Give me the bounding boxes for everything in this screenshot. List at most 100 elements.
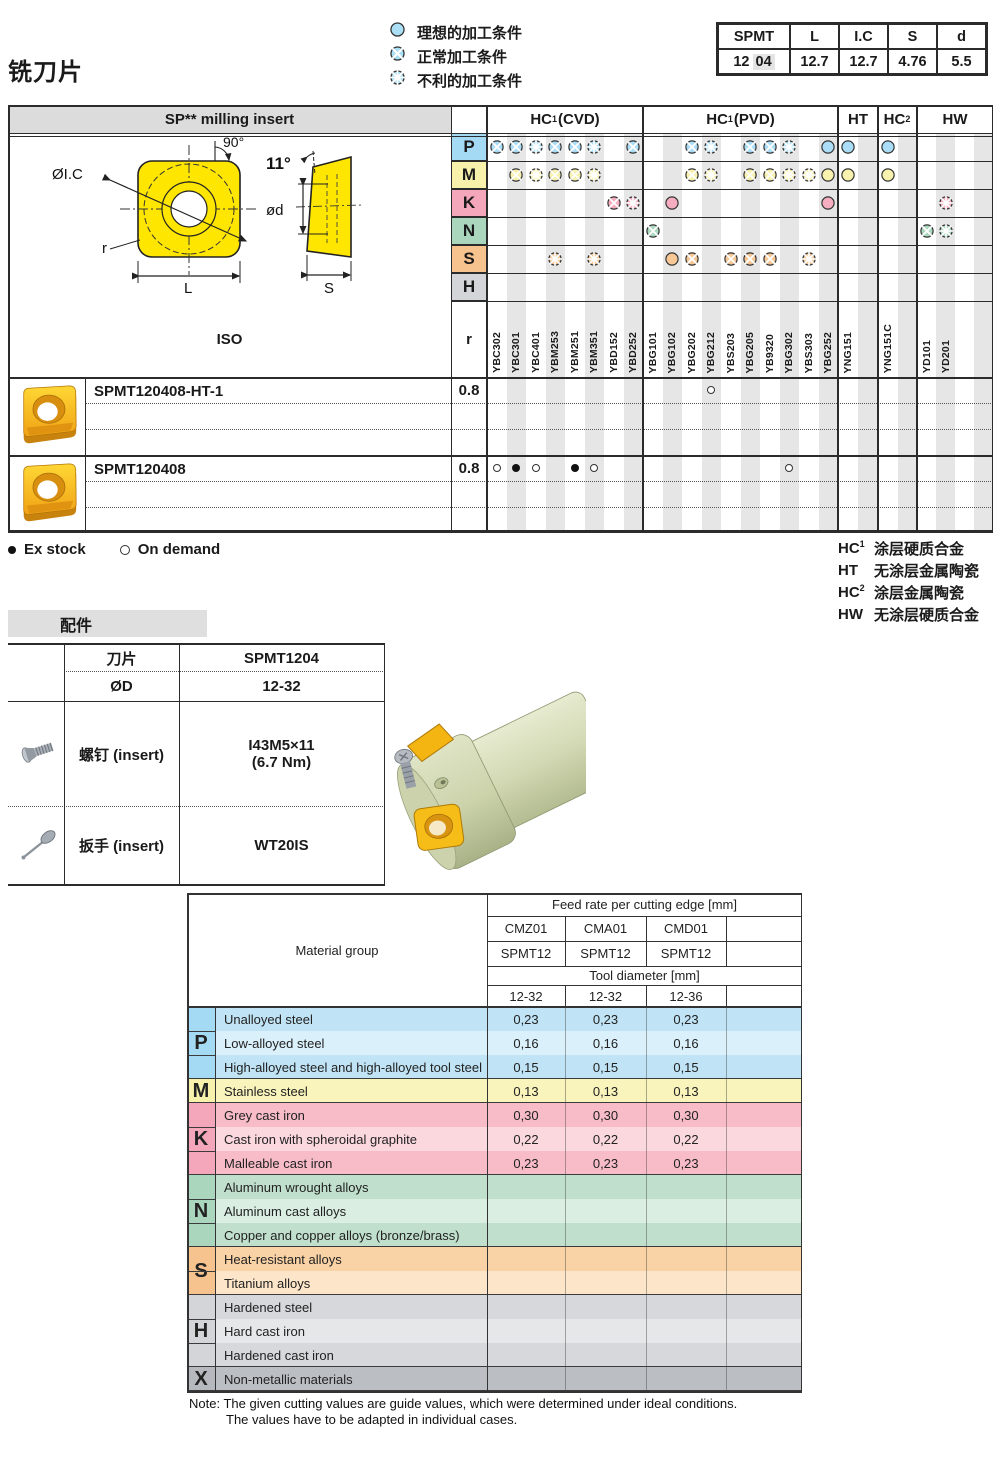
- feed-value-cell: [646, 1367, 726, 1391]
- ideal-condition-icon: [390, 22, 405, 42]
- insert-size-label: 刀片: [106, 650, 137, 668]
- feed-value-cell: 0,15: [646, 1055, 726, 1079]
- column-stripe: [545, 133, 565, 533]
- feed-value-cell: [646, 1319, 726, 1343]
- condition-icon-normal: [685, 140, 699, 154]
- cutter-header: CMD01: [663, 921, 709, 936]
- condition-icon-unfavorable: [704, 168, 719, 182]
- feed-value-cell: [726, 1151, 802, 1175]
- screw-icon: [21, 742, 54, 763]
- feed-value-cell: [646, 1295, 726, 1319]
- svg-text:11°: 11°: [266, 154, 291, 173]
- availability-mark: [707, 386, 716, 394]
- svg-text:ød: ød: [266, 202, 284, 219]
- feed-material-row: Hardened steel: [215, 1295, 487, 1319]
- normal-condition-icon: [390, 46, 405, 66]
- cutter-header: CMA01: [583, 921, 628, 936]
- iso-column-header: ISO: [216, 330, 243, 348]
- r-column-header: r: [466, 330, 472, 348]
- feed-group-letter-M: M: [187, 1079, 215, 1103]
- condition-icon-normal: [509, 168, 523, 182]
- condition-icon-unfavorable: [801, 168, 816, 182]
- feed-value-cell: [487, 1223, 565, 1247]
- material-letter-M: M: [451, 161, 487, 189]
- feed-value-cell: 0,23: [487, 1151, 565, 1175]
- feed-value-cell: [565, 1247, 646, 1271]
- condition-icon-normal: [743, 168, 757, 182]
- column-stripe: [858, 133, 878, 533]
- feed-value-cell: [565, 1223, 646, 1247]
- availability-mark: [512, 464, 521, 472]
- wrench-value: WT20IS: [254, 837, 309, 854]
- grade-column-label: YBC401: [529, 332, 542, 373]
- grade-column-label: YBD152: [607, 332, 620, 373]
- feed-value-cell: 0,15: [565, 1055, 646, 1079]
- legend-label: 理想的加工条件: [417, 24, 523, 42]
- condition-icon-normal: [646, 224, 660, 238]
- feed-value-cell: [726, 1031, 802, 1055]
- insert-size-value: SPMT1204: [243, 649, 320, 667]
- size-main: 12: [733, 53, 750, 70]
- grade-column-label: YBG101: [646, 331, 659, 373]
- feed-value-cell: [726, 1295, 802, 1319]
- insert-header: SPMT12: [580, 946, 631, 961]
- feed-value-cell: [487, 1247, 565, 1271]
- insert-dimension-diagram: ØI.C 90° r L 11° ød S: [52, 135, 363, 297]
- legend-hc2: HC2 涂层金属陶瓷: [838, 583, 965, 602]
- grade-column-label: YBG202: [685, 331, 698, 373]
- legend-row-ideal: 理想的加工条件: [390, 20, 522, 44]
- feed-value-cell: [726, 1367, 802, 1391]
- note-line-2: The values have to be adapted in individ…: [226, 1412, 518, 1427]
- legend-row-unfavorable: 不利的加工条件: [390, 68, 522, 92]
- milling-insert-grade-table: SP** milling insert ØI.C 90° r: [8, 105, 993, 533]
- condition-icon-normal: [743, 140, 757, 154]
- svg-text:L: L: [184, 280, 192, 297]
- condition-icon-ideal: [841, 168, 855, 182]
- feed-material-row: Non-metallic materials: [215, 1367, 487, 1391]
- feed-value-cell: [487, 1271, 565, 1295]
- on-demand-label: On demand: [137, 541, 221, 558]
- column-stripe: [897, 133, 917, 533]
- column-stripe: [740, 133, 760, 533]
- feed-material-row: Cast iron with spheroidal graphite: [215, 1127, 487, 1151]
- spec-value-d: 5.5: [937, 49, 986, 74]
- feed-material-row: Hardened cast iron: [215, 1343, 487, 1367]
- column-stripe: [779, 133, 799, 533]
- feed-value-cell: [565, 1295, 646, 1319]
- column-stripe: [662, 133, 682, 533]
- column-stripe: [506, 133, 526, 533]
- condition-icon-normal: [568, 168, 582, 182]
- feed-group-letter-P: P: [187, 1007, 215, 1079]
- feed-material-row: Copper and copper alloys (bronze/brass): [215, 1223, 487, 1247]
- feed-value-cell: [565, 1343, 646, 1367]
- spec-header-s: S: [888, 24, 937, 49]
- material-letter-K: K: [451, 189, 487, 217]
- note-line-1: Note: The given cutting values are guide…: [189, 1396, 738, 1411]
- condition-icon-unfavorable: [801, 252, 816, 266]
- condition-icon-normal: [763, 168, 777, 182]
- spec-header-l: L: [790, 24, 839, 49]
- legend-label: 不利的加工条件: [417, 72, 523, 90]
- diameter-range: 12-36: [669, 988, 703, 1004]
- grade-column-label: YBG205: [744, 331, 757, 373]
- insert-header: SPMT12: [500, 946, 552, 961]
- condition-icon-normal: [490, 140, 504, 154]
- tool-diameter-title: Tool diameter [mm]: [589, 968, 700, 983]
- insert-photo: [23, 463, 77, 522]
- feed-value-cell: [726, 1103, 802, 1127]
- condition-icon-unfavorable: [938, 224, 953, 238]
- condition-icon-ideal: [665, 196, 679, 210]
- condition-icon-normal: [548, 168, 562, 182]
- feed-value-cell: [726, 1007, 802, 1031]
- feed-value-cell: [726, 1271, 802, 1295]
- feed-value-cell: 0,16: [646, 1031, 726, 1055]
- column-stripe: [623, 133, 643, 533]
- condition-icon-normal: [568, 140, 582, 154]
- grade-column-label: YBM253: [549, 330, 562, 373]
- feed-value-cell: [487, 1343, 565, 1367]
- svg-text:ØI.C: ØI.C: [52, 166, 83, 183]
- diameter-range: 12-32: [588, 988, 623, 1004]
- feed-value-cell: [726, 1199, 802, 1223]
- feed-material-row: Unalloyed steel: [215, 1007, 487, 1031]
